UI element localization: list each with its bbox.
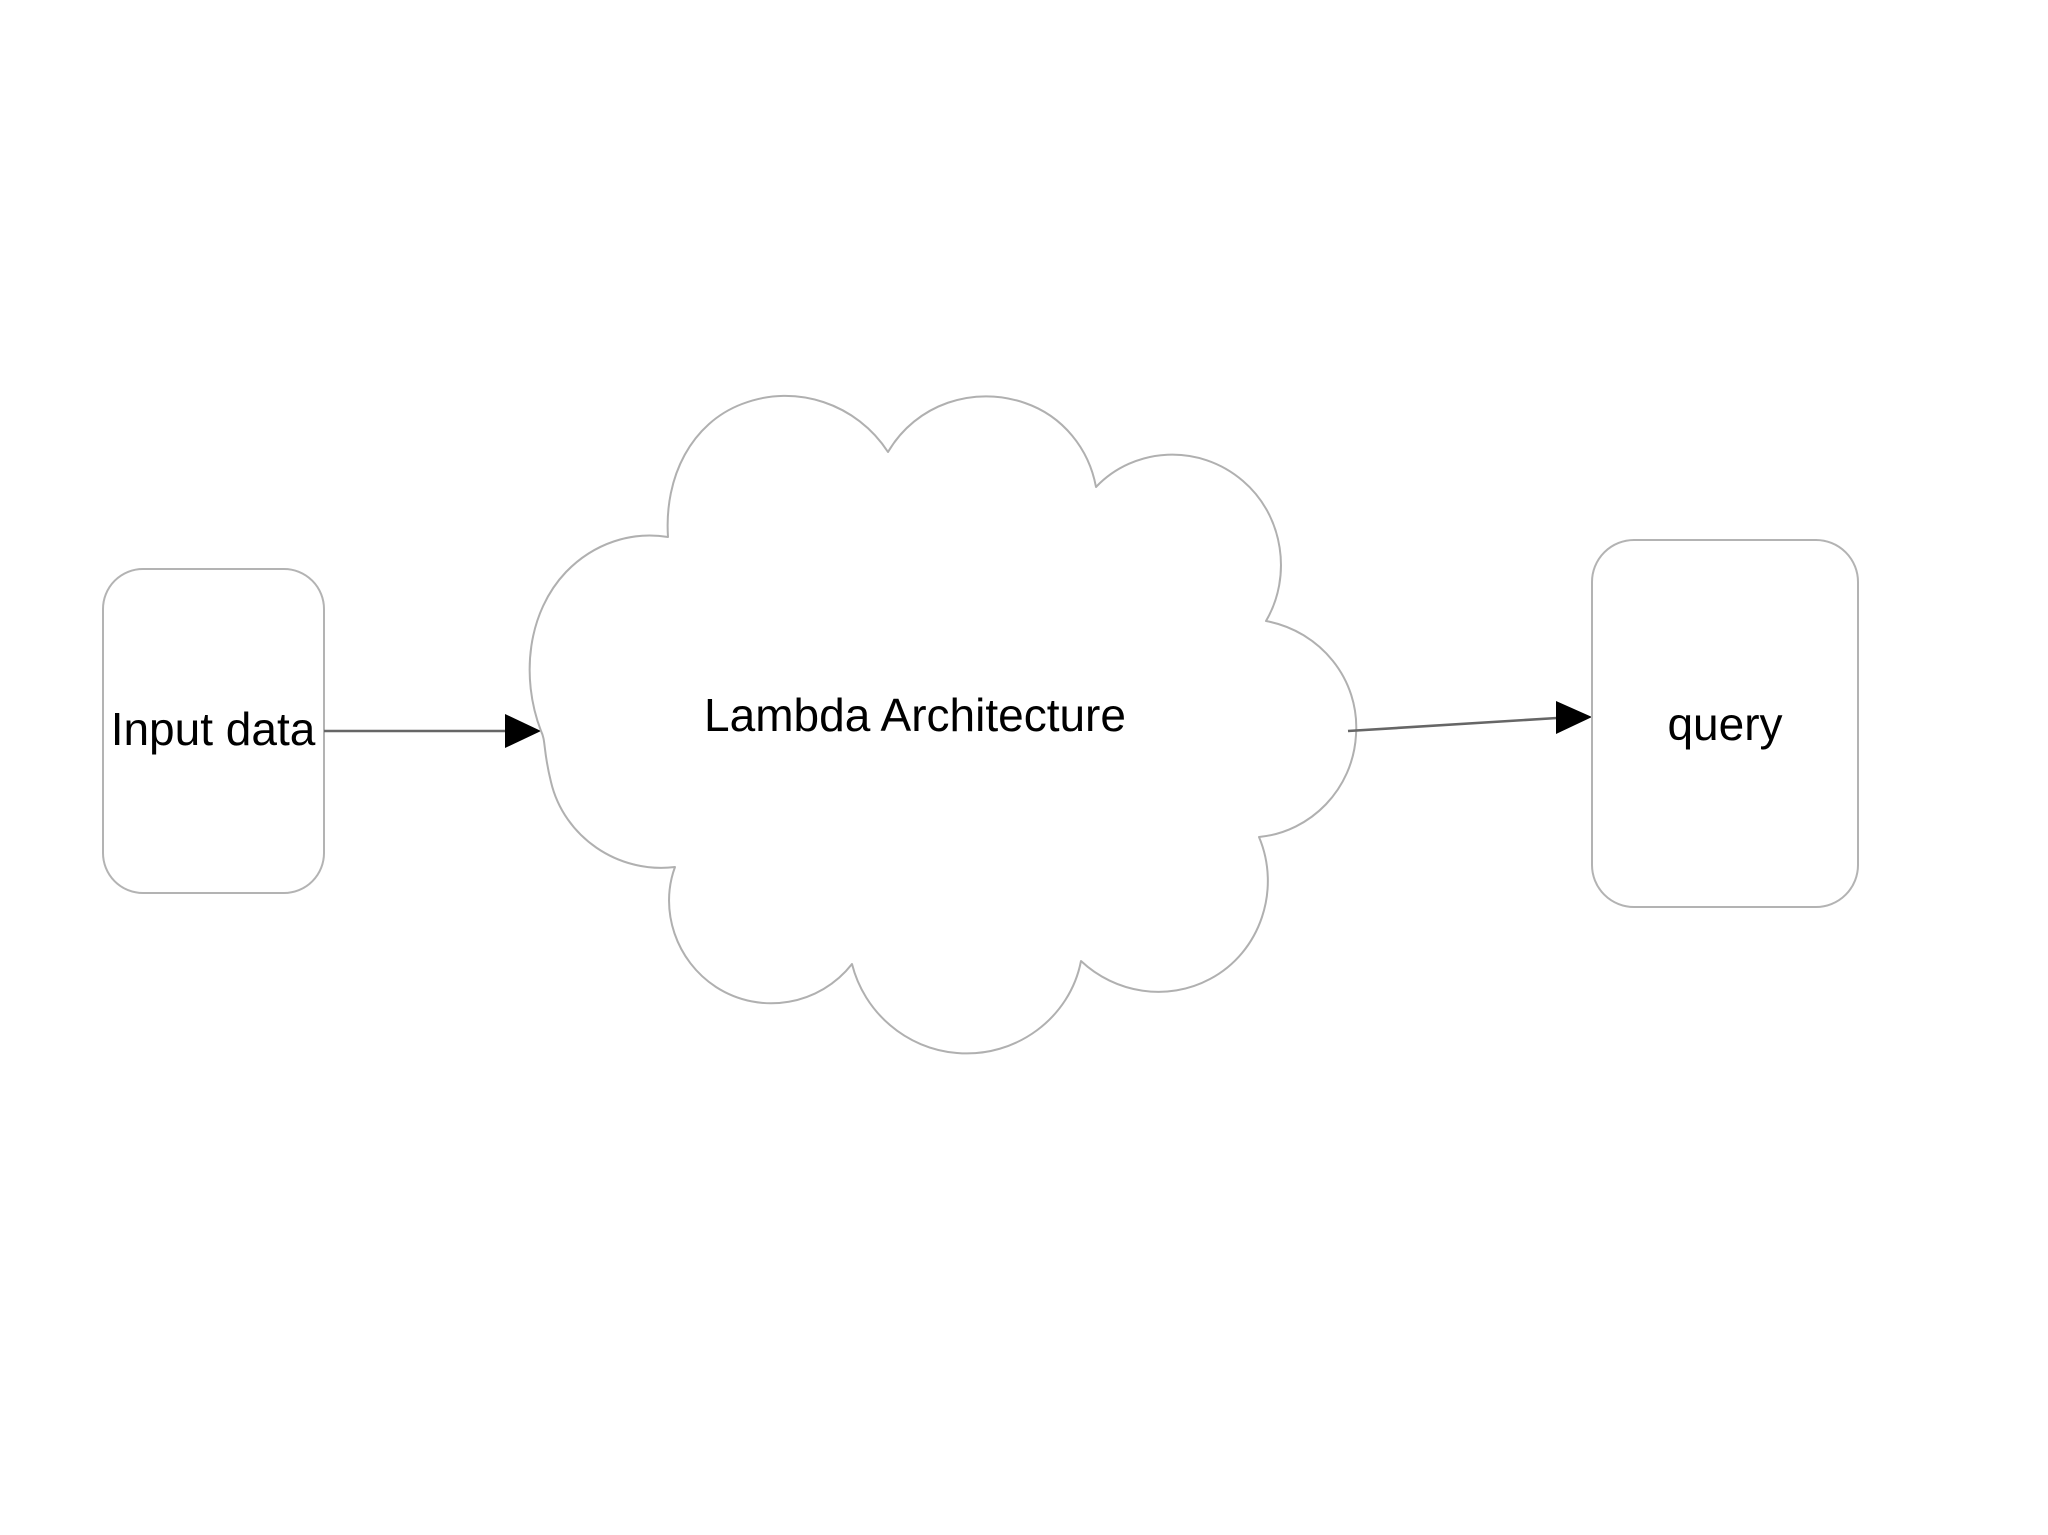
query-box[interactable] bbox=[1591, 539, 1859, 908]
query-label: query bbox=[1667, 698, 1782, 750]
edge-lambda-to-query-arrowhead-icon bbox=[1556, 701, 1592, 734]
node-lambda-architecture[interactable]: Lambda Architecture bbox=[528, 394, 1358, 1055]
edge-lambda-to-query-line bbox=[1347, 716, 1558, 733]
lambda-architecture-label: Lambda Architecture bbox=[704, 689, 1126, 741]
edge-input-to-lambda-arrowhead-icon bbox=[505, 714, 541, 748]
input-data-label: Input data bbox=[111, 703, 316, 755]
node-input-data[interactable]: Input data bbox=[102, 568, 325, 894]
edge-lambda-to-query[interactable] bbox=[1347, 701, 1592, 734]
node-query[interactable]: query bbox=[1591, 539, 1859, 908]
cloud-shape[interactable] bbox=[528, 394, 1358, 1055]
edge-input-to-lambda[interactable] bbox=[324, 714, 541, 748]
